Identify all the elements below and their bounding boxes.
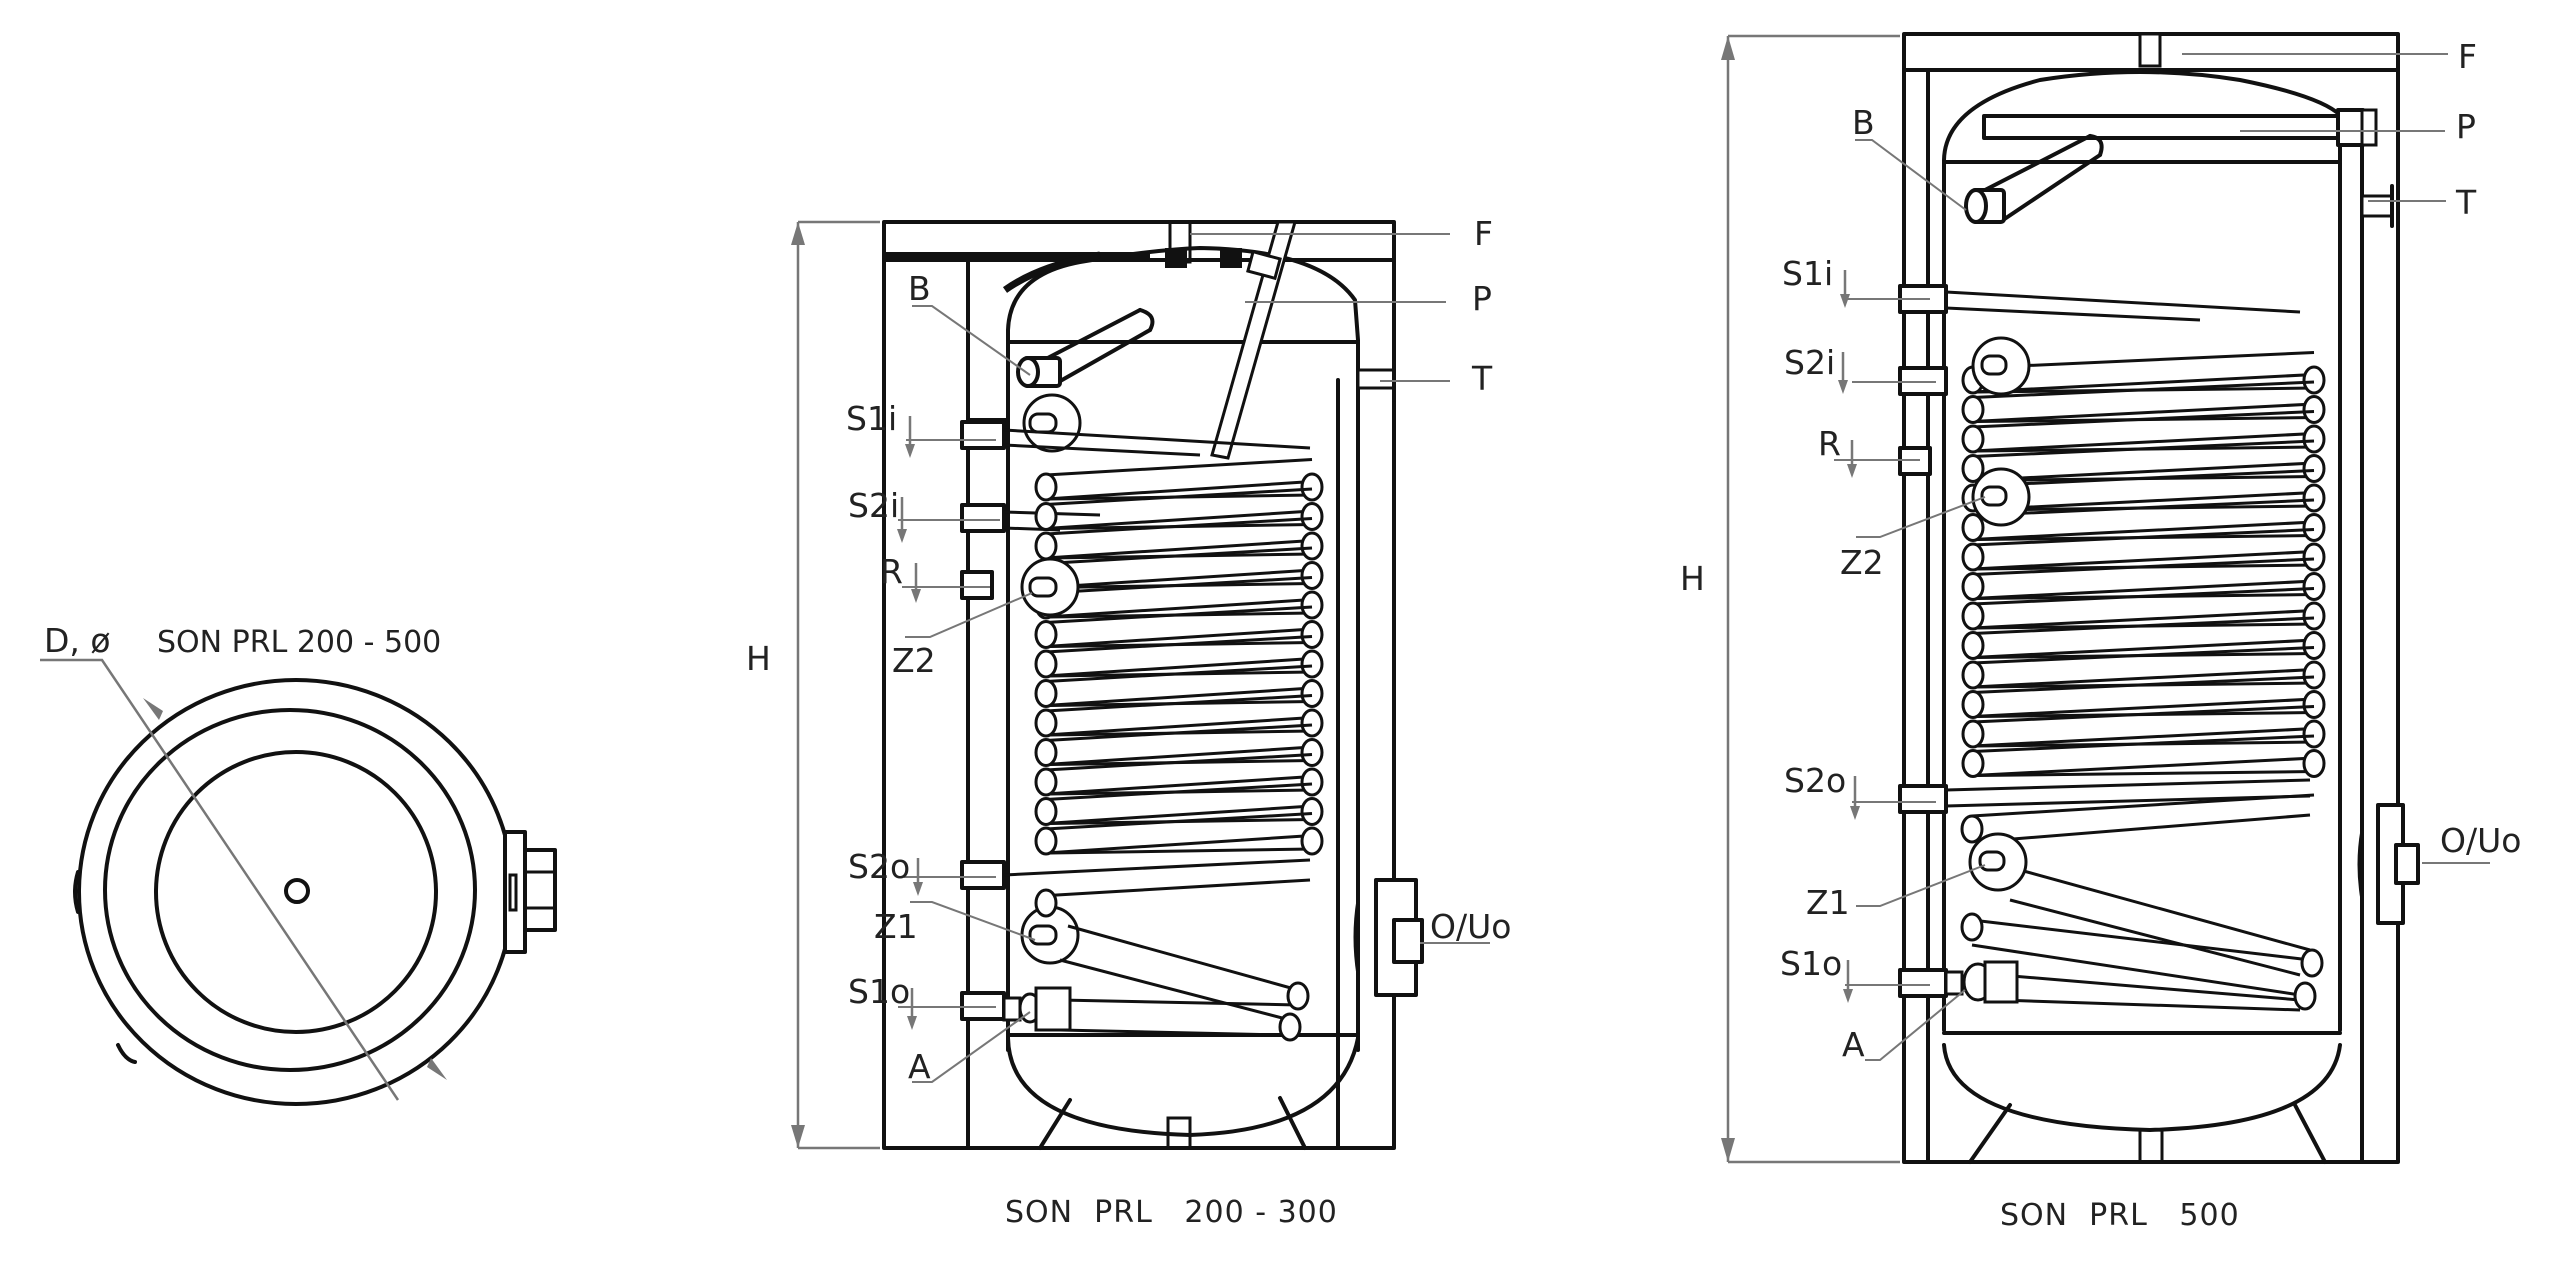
bottom-dome — [1006, 1036, 1360, 1137]
inner-tank — [1942, 70, 2342, 1032]
top-view-title: SON PRL 200 - 500 — [157, 625, 441, 660]
label-r: R — [1818, 424, 1841, 463]
coil-turn — [1034, 635, 1324, 679]
label-z1: Z1 — [874, 907, 918, 946]
label-z1: Z1 — [1806, 883, 1850, 922]
coil-turn — [1034, 723, 1324, 767]
coil-turn — [1961, 469, 2326, 513]
label-a: A — [908, 1047, 931, 1086]
coil-turn — [1961, 705, 2326, 749]
label-p: P — [2456, 107, 2476, 146]
flange-ouo — [2376, 803, 2405, 925]
coil-turn — [1034, 458, 1324, 502]
label-o-uo: O/Uo — [1430, 907, 1511, 946]
label-p: P — [1472, 279, 1492, 318]
flow-arrows — [1838, 270, 1860, 1003]
label-a: A — [1842, 1025, 1865, 1064]
heating-coil — [1034, 458, 1324, 856]
label-s2i: S2i — [1784, 343, 1835, 382]
coil-turn — [1034, 664, 1324, 708]
coil-turn — [1961, 528, 2326, 572]
coil-turn — [1034, 812, 1324, 856]
top-view: D, ø SON PRL 200 - 500 — [40, 621, 557, 1106]
t-sensor — [2360, 194, 2394, 218]
label-t: T — [1471, 359, 1493, 398]
caption-small-tank: SON PRL 200 - 300 — [1005, 1195, 1338, 1230]
label-b: B — [908, 269, 931, 308]
probe-tube — [1210, 220, 1297, 460]
arrow-icon — [143, 698, 163, 720]
coil-turn — [1961, 498, 2326, 542]
center-point — [284, 878, 310, 904]
coil-turn — [1961, 557, 2326, 601]
heating-coil — [1961, 351, 2326, 778]
inner-tank-circle — [154, 750, 438, 1034]
label-o-uo: O/Uo — [2440, 821, 2521, 860]
label-z2: Z2 — [892, 641, 936, 680]
label-z2: Z2 — [1840, 543, 1884, 582]
label-s1o: S1o — [1780, 944, 1842, 983]
arrow-icon — [427, 1058, 447, 1080]
t-sensor — [1356, 368, 1396, 390]
outer-casing — [882, 220, 1396, 1150]
label-s1i: S1i — [846, 399, 897, 438]
label-b: B — [1852, 103, 1875, 142]
label-f: F — [2458, 37, 2477, 76]
flow-arrows — [897, 416, 923, 1030]
label-t: T — [2455, 183, 2477, 222]
label-h: H — [746, 639, 771, 678]
label-s2o: S2o — [848, 847, 910, 886]
label-f: F — [1474, 214, 1493, 253]
coil-turn — [1034, 782, 1324, 826]
side-bump — [73, 870, 80, 914]
middle-circle — [103, 708, 477, 1072]
caption-large-tank: SON PRL 500 — [2000, 1198, 2240, 1233]
coil-turn — [1961, 380, 2326, 424]
label-s1i: S1i — [1782, 254, 1833, 293]
flange-nut — [523, 848, 557, 932]
tank-large: F P T B S1i S2i R Z2 S2o Z1 S1o A O/Uo H… — [1680, 32, 2521, 1233]
outer-jacket-circle — [77, 678, 515, 1106]
coil-turn — [1961, 410, 2326, 454]
label-h: H — [1680, 559, 1705, 598]
label-s2o: S2o — [1784, 761, 1846, 800]
diameter-leader — [40, 658, 400, 1101]
coil-turn — [1961, 616, 2326, 660]
f-fitting — [2138, 32, 2162, 68]
coil-turn — [1961, 734, 2326, 778]
label-s2i: S2i — [848, 486, 899, 525]
diameter-label: D, ø — [44, 621, 111, 660]
label-r: R — [880, 552, 903, 591]
tank-small: F P T B S1i S2i R Z2 S2o Z1 S1o A O/Uo H… — [746, 214, 1511, 1230]
probe-tube — [1982, 114, 2348, 140]
label-s1o: S1o — [848, 972, 910, 1011]
bottom-bump — [116, 1043, 137, 1064]
